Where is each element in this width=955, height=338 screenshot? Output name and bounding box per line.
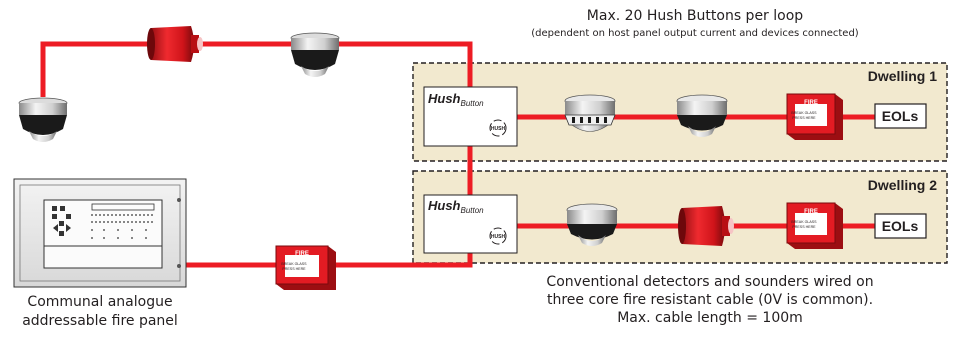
dwelling-2-label: Dwelling 2 — [868, 177, 937, 193]
smoke-detector-icon — [566, 203, 618, 246]
hush-badge-icon — [489, 119, 507, 137]
smoke-detector-icon — [676, 94, 728, 137]
hush-brand-text: Hush — [428, 198, 461, 213]
hush-button-1 — [423, 86, 518, 147]
hush-badge-2: HUSH — [491, 234, 506, 240]
smoke-detector-icon — [290, 32, 340, 77]
hush-brand-2: HushButton — [428, 198, 484, 215]
hush-button-2 — [423, 194, 518, 254]
call-point-line1: BREAK GLASS — [791, 111, 817, 115]
conventional-note-line2: three core fire resistant cable (0V is c… — [546, 292, 874, 308]
call-point-line2: PRESS HERE — [792, 225, 816, 229]
call-point-line2: PRESS HERE — [792, 116, 816, 120]
eol-box-2 — [874, 213, 927, 239]
panel-caption-line1: Communal analogue — [27, 294, 173, 310]
hush-brand-text: Hush — [428, 91, 461, 106]
max-buttons-subnote: (dependent on host panel output current … — [531, 28, 859, 39]
manual-call-point-icon — [786, 93, 843, 140]
panel-caption-line2: addressable fire panel — [22, 313, 178, 329]
conventional-note-line1: Conventional detectors and sounders wire… — [546, 274, 874, 290]
hush-badge-icon — [489, 227, 507, 245]
hush-brand-1: HushButton — [428, 91, 484, 108]
hush-sub-text: Button — [461, 99, 485, 108]
eol-label-2: EOLs — [882, 218, 919, 234]
call-point-fire-label: FIRE — [295, 251, 309, 257]
manual-call-point-icon — [275, 245, 336, 290]
fire-panel-icon — [13, 178, 187, 288]
manual-call-point-icon — [786, 202, 843, 249]
heat-detector-icon — [564, 94, 616, 132]
eol-box-1 — [874, 103, 927, 129]
smoke-detector-icon — [18, 97, 68, 142]
call-point-fire-label: FIRE — [804, 209, 818, 215]
dwelling-1-label: Dwelling 1 — [868, 68, 937, 84]
hush-badge-1: HUSH — [491, 126, 506, 132]
sounder-icon — [147, 26, 203, 62]
sounder-icon — [678, 206, 734, 246]
call-point-line1: BREAK GLASS — [281, 262, 307, 266]
eol-label-1: EOLs — [882, 108, 919, 124]
hush-sub-text: Button — [461, 206, 485, 215]
conventional-note-line3: Max. cable length = 100m — [617, 310, 803, 326]
call-point-fire-label: FIRE — [804, 100, 818, 106]
call-point-line2: PRESS HERE — [282, 267, 306, 271]
max-buttons-note: Max. 20 Hush Buttons per loop — [586, 8, 804, 24]
call-point-line1: BREAK GLASS — [791, 220, 817, 224]
